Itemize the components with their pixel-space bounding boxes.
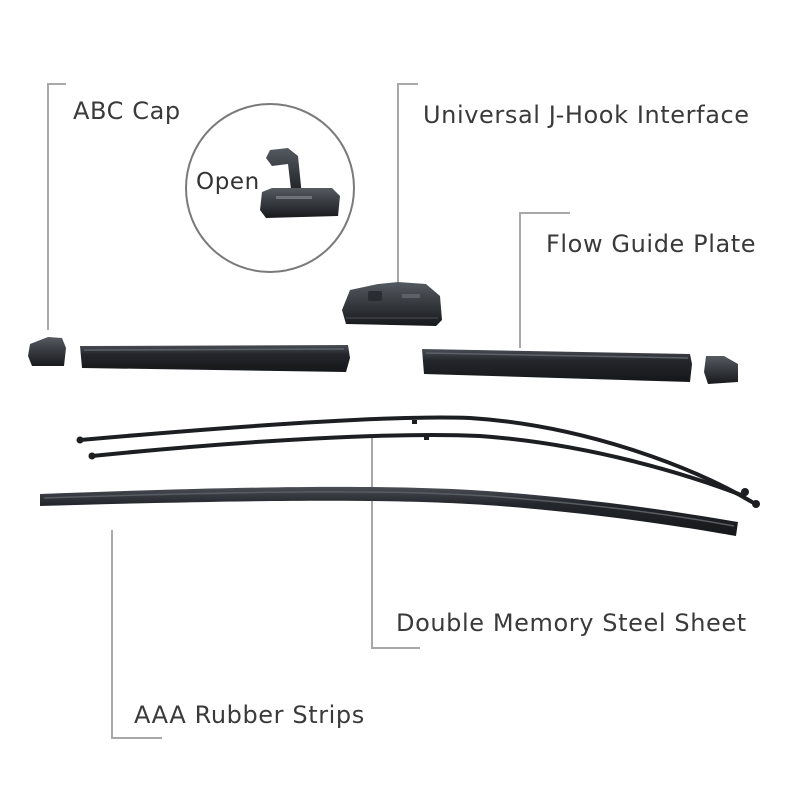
open-label: Open [196, 169, 260, 195]
flow-guide-bar-left [80, 345, 350, 372]
abc-cap-left [28, 337, 66, 366]
abc-cap-right [704, 356, 738, 384]
steel-sheet-upper [78, 415, 754, 504]
steel-sheet-upper-end-left [76, 436, 84, 444]
steel-sheet-upper-end-right [752, 500, 760, 508]
rubber-strip-groove [43, 491, 735, 527]
steel-sheet-lower-end-right [741, 488, 749, 496]
leader-line-jhook [397, 83, 418, 282]
jhook-adapter-icon [342, 282, 442, 326]
leader-line-abc-cap [47, 83, 66, 330]
steel-sheet-mid-notch [412, 420, 417, 424]
steel-sheet-lower [90, 432, 746, 498]
flow-guide-left-highlight [83, 348, 345, 351]
leader-line-rubber-strips [111, 530, 162, 739]
leader-line-flow-guide [519, 212, 570, 348]
jhook-interface-label: Universal J-Hook Interface [423, 101, 750, 129]
rubber-strips-label: AAA Rubber Strips [134, 701, 365, 729]
steel-sheet-mid-notch-lower [424, 436, 429, 440]
flow-guide-right-highlight [425, 352, 689, 359]
steel-sheet-lower-end-left [88, 452, 96, 460]
open-adapter-icon [260, 148, 340, 218]
rubber-strip [40, 486, 738, 536]
abc-cap-label: ABC Cap [73, 97, 181, 125]
flow-guide-plate-label: Flow Guide Plate [546, 230, 757, 258]
steel-sheet-label: Double Memory Steel Sheet [396, 609, 747, 637]
leader-line-steel-sheet [371, 438, 420, 649]
open-detail-circle [185, 103, 355, 273]
